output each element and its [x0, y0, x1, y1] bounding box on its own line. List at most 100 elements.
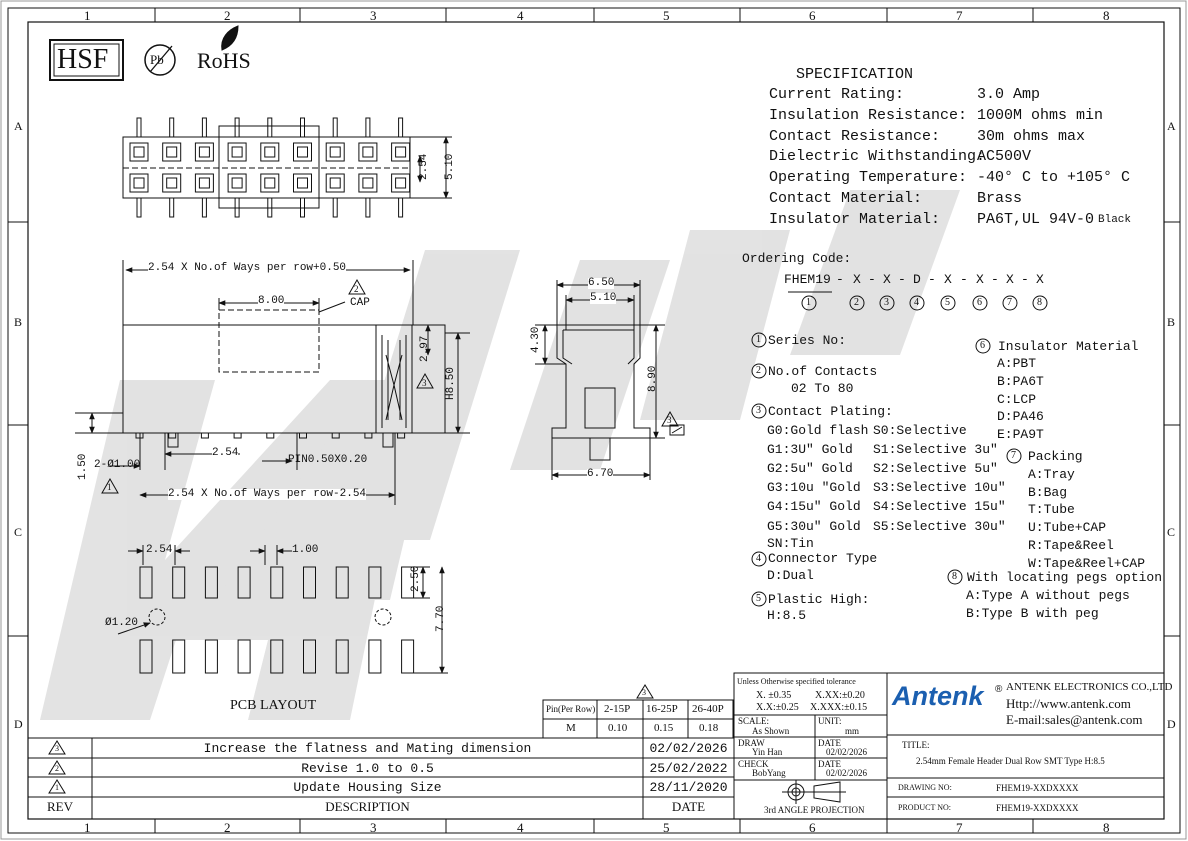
smt-lead — [233, 432, 242, 439]
code-part: X — [976, 272, 984, 287]
dim-label: 5.10 — [444, 153, 456, 180]
dim-label: 2.54 — [418, 153, 430, 180]
dim-label: 2.50 — [410, 565, 422, 592]
plating-title: Contact Plating: — [768, 404, 893, 419]
contact-pin — [169, 117, 175, 138]
code-part: X — [944, 272, 952, 287]
contact-cavity — [325, 142, 345, 162]
spec-label: Insulation Resistance: — [769, 107, 968, 124]
connector-value: D:Dual — [767, 568, 814, 583]
contact-pin — [332, 197, 338, 218]
contact-pin — [169, 197, 175, 218]
col-number: 7 — [956, 8, 963, 23]
flatness-header: Pin(Per Row) — [546, 704, 596, 714]
top-view — [122, 117, 452, 218]
rev-date: 28/11/2020 — [649, 780, 728, 795]
contact-cavity-inner — [395, 177, 407, 189]
series-title: Series No: — [768, 333, 847, 348]
company-logo: Antenk — [892, 681, 984, 711]
dim-label: 1.50 — [77, 453, 89, 480]
code-sep: - — [836, 272, 844, 287]
connector-title: Connector Type — [768, 551, 878, 566]
unit-label: UNIT: — [818, 716, 842, 726]
code-part: X — [1006, 272, 1014, 287]
rev-head: REV — [47, 799, 73, 814]
code-sep: - — [1021, 272, 1029, 287]
flatness-cell: 0.10 — [608, 722, 628, 734]
ordering-markers — [751, 291, 1048, 607]
rev-mark: 3 — [667, 415, 672, 425]
section-number: 8 — [952, 571, 957, 582]
pegs-option: B:Type B with peg — [966, 606, 1099, 621]
side-view — [535, 280, 685, 480]
code-part: D — [913, 272, 921, 287]
col-number: 6 — [809, 820, 816, 835]
code-marker: 7 — [1007, 297, 1012, 308]
insulator-option: E:PA9T — [997, 427, 1044, 442]
contact-cavity-inner — [264, 177, 276, 189]
packing-option: U:Tube+CAP — [1028, 520, 1107, 535]
row-letter: D — [1167, 717, 1176, 731]
rev-mark: 3 — [642, 688, 646, 697]
dim-label: 2-Ø1.00 — [94, 459, 141, 471]
dim-label: 2.54 X No.of Ways per row+0.50 — [148, 262, 347, 274]
section-number: 1 — [756, 334, 761, 345]
packing-option: T:Tube — [1028, 502, 1075, 517]
flatness-header: 16-25P — [646, 703, 678, 715]
flatness-cell: M — [566, 722, 576, 734]
tolerance: X. ±0.35 — [756, 690, 792, 701]
company-name: ANTENK ELECTRONICS CO.,LTD — [1006, 681, 1173, 693]
row-letter: D — [14, 717, 23, 731]
plastic-value: H:8.5 — [767, 608, 807, 623]
dim-label: 2.97 — [419, 335, 431, 362]
contact-pin — [300, 117, 305, 138]
tolerance: X.XXX:±0.15 — [810, 702, 868, 713]
dim-label: 6.50 — [588, 277, 615, 289]
smt-lead — [397, 432, 406, 439]
pcb-pad — [368, 566, 382, 599]
contact-cavity — [325, 173, 345, 193]
col-number: 8 — [1103, 820, 1110, 835]
pcb-pad — [139, 639, 153, 674]
tolerance: X.X:±0.25 — [756, 702, 799, 713]
col-number: 4 — [517, 8, 524, 23]
row-letter: B — [1167, 315, 1176, 329]
spec-suffix: Black — [1098, 214, 1132, 226]
dim-label: 8.00 — [258, 295, 285, 307]
draw-date-label: DATE — [818, 738, 841, 748]
contact-cavity-inner — [198, 177, 210, 189]
contact-pin — [398, 117, 404, 138]
contact-cavity-inner — [231, 177, 243, 189]
code-marker: 8 — [1037, 297, 1042, 308]
contact-cavity — [162, 142, 182, 162]
spec-label: Contact Material: — [769, 190, 923, 207]
plating-option: S1:Selective 3u" — [873, 442, 998, 457]
plating-option: G5:30u" Gold — [767, 519, 861, 534]
pcb-title: PCB LAYOUT — [230, 698, 317, 713]
hsf-mark: HSF — [57, 44, 109, 75]
contact-cavity — [293, 173, 312, 193]
plating-option: S3:Selective 10u" — [873, 480, 1006, 495]
contact-pin — [201, 197, 207, 218]
rev-mark: 3 — [422, 378, 427, 388]
dim-label: Ø1.20 — [105, 617, 139, 629]
col-number: 5 — [663, 8, 670, 23]
plating-option: S5:Selective 30u" — [873, 519, 1006, 534]
row-letter: A — [14, 119, 23, 133]
tolerance: X.XX:±0.20 — [815, 690, 865, 701]
check-label: CHECK — [738, 759, 769, 769]
product-no: FHEM19-XXDXXXX — [996, 803, 1079, 813]
dim-label: 5.10 — [590, 292, 617, 304]
code-sep: - — [898, 272, 906, 287]
front-view — [75, 260, 470, 505]
col-number: 7 — [956, 820, 963, 835]
contact-pin — [136, 117, 142, 138]
pcb-pad — [204, 639, 218, 674]
check-name: BobYang — [752, 768, 786, 778]
contact-pin — [365, 197, 371, 218]
packing-option: R:Tape&Reel — [1028, 538, 1114, 553]
plating-option: S2:Selective 5u" — [873, 461, 998, 476]
col-number: 4 — [517, 820, 524, 835]
title-label: TITLE: — [902, 740, 930, 750]
contacts-value: 02 To 80 — [791, 381, 854, 396]
